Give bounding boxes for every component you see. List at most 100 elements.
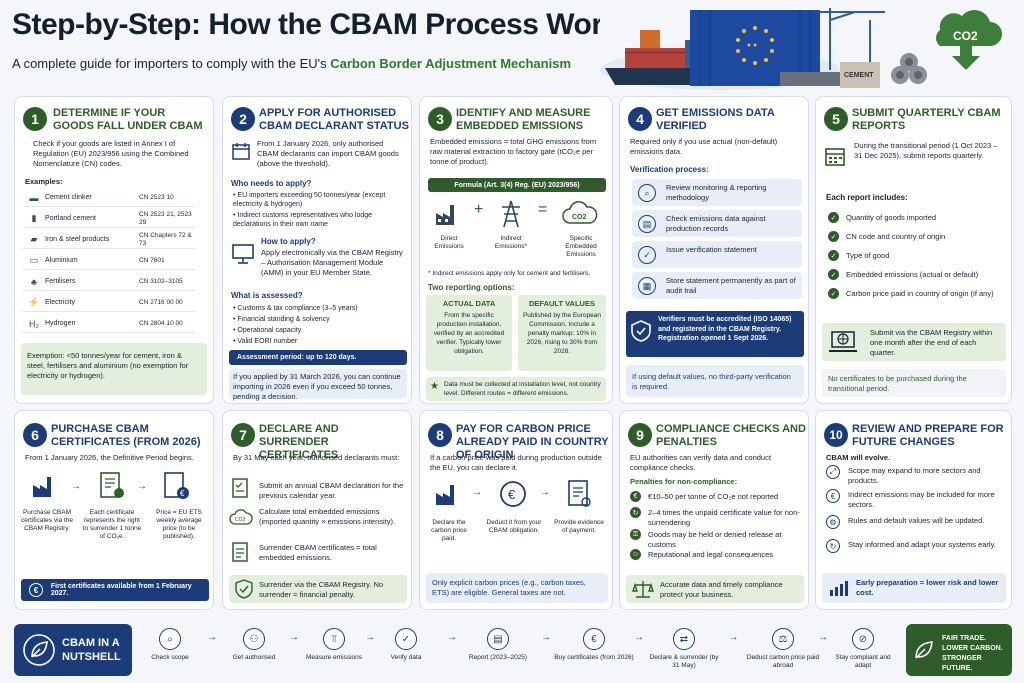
- certificate-cart-icon: [100, 472, 124, 498]
- shield-check-icon: [235, 579, 253, 599]
- footer-step: Report (2023–2025): [468, 654, 528, 661]
- assessed-item: • Financial standing & solvency: [233, 316, 330, 323]
- step-number: 9: [628, 423, 652, 447]
- example-code: CN 2523 10: [139, 193, 174, 201]
- example-name: Electricity: [45, 299, 75, 306]
- nutshell-badge: CBAM IN A NUTSHELL: [14, 624, 132, 676]
- verification-step: ✓Issue verification statement: [632, 241, 802, 268]
- document-icon: [232, 542, 248, 562]
- footer-step: Check scope: [151, 654, 189, 661]
- example-code: CN 3102–3105: [139, 277, 183, 285]
- card-title: Apply for authorised CBAM declarant stat…: [259, 107, 409, 132]
- card-intro: EU authorities can verify data and condu…: [630, 453, 771, 472]
- flow-step: Deduct it from your CBAM obligation.: [486, 519, 542, 534]
- declare-item: Submit an annual CBAM declaration for th…: [259, 481, 404, 500]
- eligibility-text: Only explicit carbon prices (e.g., carbo…: [432, 578, 586, 597]
- footer-step: Stay compliant and adapt: [835, 654, 891, 669]
- process-label: Verification process:: [630, 165, 709, 174]
- document-check-icon: ▤: [638, 215, 656, 233]
- flow-step: Declare the carbon price paid.: [431, 519, 467, 542]
- gear-icon: ⚙: [826, 515, 840, 529]
- card-step-6: 6 Purchase CBAM certificates (from 2026)…: [14, 410, 214, 610]
- step-number: 7: [231, 423, 255, 447]
- aluminium-icon: ▭: [29, 255, 39, 265]
- card-step-2: 2 Apply for authorised CBAM declarant st…: [222, 96, 412, 404]
- subtitle-text: A complete guide for importers to comply…: [12, 56, 331, 71]
- step-number: 3: [428, 107, 452, 131]
- future-item: Indirect emissions may be included for m…: [848, 490, 995, 509]
- accreditation-text: Verifiers must be accredited (ISO 14065)…: [658, 316, 792, 342]
- who-item: • EU importers exceeding 50 tonnes/year …: [233, 192, 386, 208]
- euro-icon: €: [630, 491, 641, 502]
- assessed-item: • Operational capacity: [233, 327, 302, 334]
- arrow-icon: →: [728, 632, 739, 643]
- submit-box: Submit via the CBAM Registry within one …: [822, 323, 1006, 361]
- accreditation-box: Verifiers must be accredited (ISO 14065)…: [626, 311, 804, 357]
- footnote: * Indirect emissions apply only for ceme…: [428, 270, 591, 277]
- leaf-icon: [23, 634, 55, 666]
- header: Step-by-Step: How the CBAM Process Works…: [0, 0, 1024, 96]
- arrow-icon: →: [207, 632, 217, 643]
- verification-step-text: Issue verification statement: [666, 245, 757, 254]
- default-title: DEFAULT VALUES: [529, 299, 595, 308]
- example-code: CN 2716 00 00: [139, 298, 183, 306]
- formula-bar: Formula (Art. 3(4) Reg. (EU) 2023/956): [428, 178, 606, 192]
- card-intro: Required only if you use actual (non-def…: [630, 137, 778, 156]
- page-subtitle: A complete guide for importers to comply…: [12, 56, 571, 71]
- verification-step: ▦Store statement permanently as part of …: [632, 272, 802, 299]
- report-item: Carbon price paid in country of origin (…: [846, 289, 994, 298]
- arrow-icon: →: [472, 487, 482, 498]
- first-certificates-bar: € First certificates available from 1 Fe…: [21, 579, 209, 601]
- exemption-note: Exemption: <50 tonnes/year for cement, i…: [21, 343, 207, 395]
- people-icon: ☺: [630, 549, 641, 560]
- leaf-badge-icon: [915, 641, 933, 659]
- user-check-icon: ⚇: [243, 628, 265, 650]
- svg-text:€: €: [180, 489, 185, 498]
- installation-text: Data must be collected at installation l…: [444, 381, 601, 397]
- arrow-icon: →: [289, 632, 299, 643]
- example-name: Cement clinker: [45, 194, 92, 201]
- card-title: Purchase CBAM certificates (from 2026): [51, 423, 201, 448]
- no-certificates-text: No certificates to be purchased during t…: [828, 374, 967, 393]
- penalty-item: Reputational and legal consequences: [648, 550, 774, 559]
- checkmark-icon: ✓: [828, 269, 839, 280]
- includes-label: Each report includes:: [826, 193, 908, 202]
- footer-step: Declare & surrender (by 31 May): [649, 654, 719, 669]
- nutshell-title: CBAM IN A NUTSHELL: [62, 637, 121, 663]
- factory-icon: [436, 205, 454, 225]
- computer-icon: [232, 244, 254, 264]
- card-title: Pay for carbon price already paid in cou…: [456, 423, 609, 461]
- refresh-icon: ↻: [630, 507, 641, 518]
- euro-icon: €: [583, 628, 605, 650]
- arrow-icon: →: [71, 481, 81, 492]
- step-number: 2: [231, 107, 255, 131]
- declare-item: Surrender CBAM certificates = total embe…: [259, 543, 377, 562]
- direct-label: Direct Emissions: [434, 235, 464, 250]
- report-icon: ▤: [487, 628, 509, 650]
- future-item: Scope may expand to more sectors and pro…: [848, 466, 981, 485]
- who-item: • Indirect customs representatives who l…: [233, 212, 373, 228]
- early-preparation-note: Early preparation = lower risk and lower…: [822, 573, 1006, 603]
- options-label: Two reporting options:: [428, 283, 515, 292]
- card-step-5: 5 Submit quarterly CBAM reports During t…: [815, 96, 1012, 404]
- arrow-icon: →: [447, 632, 457, 643]
- submit-text: Submit via the CBAM Registry within one …: [870, 328, 993, 357]
- penalty-item: €10–50 per tonne of CO₂e not reported: [648, 492, 779, 501]
- verification-step: ▤Check emissions data against production…: [632, 210, 802, 237]
- svg-text:CO2: CO2: [235, 517, 246, 523]
- lightning-icon: ⚡: [28, 297, 40, 307]
- example-row: ⚡ Electricity CN 2716 00 00: [23, 294, 195, 312]
- factory-icon: [436, 485, 454, 505]
- example-name: Hydrogen: [45, 320, 76, 327]
- example-code: CN 7601: [139, 256, 165, 264]
- footer-step: Buy certificates (from 2026): [554, 654, 634, 661]
- how-text: Apply electronically via the CBAM Regist…: [261, 248, 403, 277]
- examples-label: Examples:: [25, 177, 63, 186]
- euro-icon: €: [826, 489, 840, 503]
- calendar-icon: [825, 148, 845, 166]
- scales-icon: ⚖: [772, 628, 794, 650]
- card-title: Submit quarterly CBAM reports: [852, 107, 1001, 132]
